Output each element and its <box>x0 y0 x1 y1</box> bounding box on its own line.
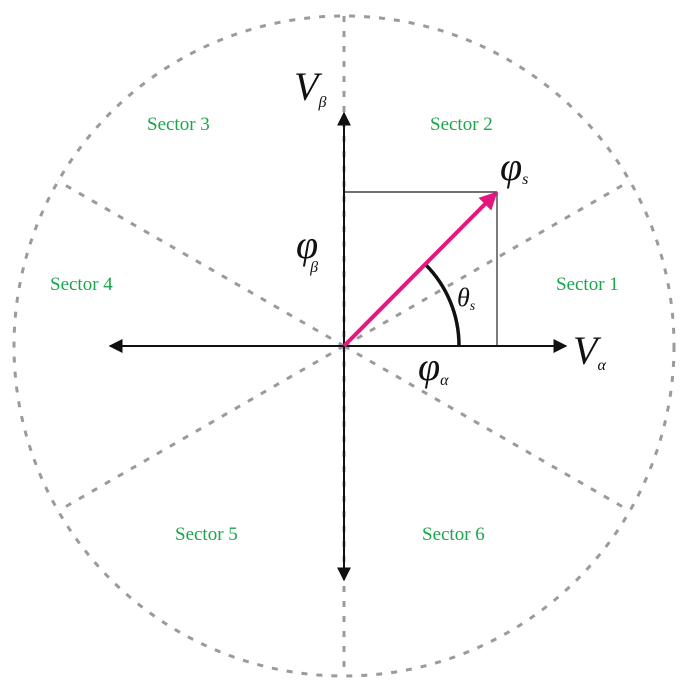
theta-s-label: θs <box>457 283 476 314</box>
sector-label-4: Sector 4 <box>50 274 113 295</box>
sector-label-6: Sector 6 <box>422 524 485 545</box>
sector-label-5: Sector 5 <box>175 524 238 545</box>
sector-label-3: Sector 3 <box>147 114 210 135</box>
sector-divider-30deg <box>343 179 631 348</box>
flux-vector-arrow <box>342 191 498 348</box>
phi-alpha-label: φα <box>418 344 449 389</box>
sector-divider-150deg <box>57 179 345 348</box>
v-alpha-label: Vα <box>573 328 606 374</box>
sector-boundary-circle <box>12 14 676 678</box>
sector-label-1: Sector 1 <box>556 274 619 295</box>
sector-divider-330deg <box>343 344 631 513</box>
sector-label-2: Sector 2 <box>430 114 493 135</box>
sector-divider-210deg <box>57 344 345 513</box>
phi-s-label: φs <box>500 144 528 189</box>
v-beta-label: Vβ <box>294 64 326 111</box>
theta-arc <box>423 262 461 347</box>
